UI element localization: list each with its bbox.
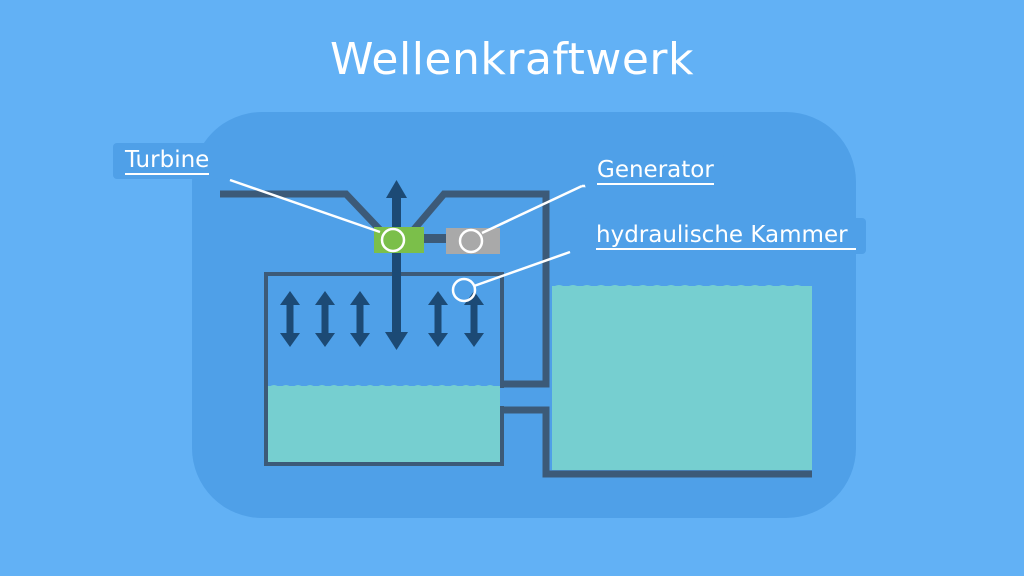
double-arrow [280,291,300,347]
sea-water [552,286,812,470]
chamber-water [268,386,500,464]
chamber-walls [264,272,504,466]
up-arrow-head [386,180,407,198]
drive-shaft [424,234,446,243]
air-arrows [280,291,484,347]
diagram-title: Wellenkraftwerk [329,34,695,85]
structure-walls [220,190,812,478]
double-arrow [428,291,448,347]
generator-callout-line [481,184,583,235]
turbine-label: Turbine [113,143,220,179]
chamber-marker [451,277,477,303]
chamber-label: hydraulische Kammer [584,218,866,254]
generator-block [446,228,500,254]
callouts [229,178,600,303]
generator-marker [458,228,484,254]
central-shaft [392,194,401,340]
chamber-water-wave [268,385,500,398]
double-arrow [315,291,335,347]
sea-water-wave [552,285,812,298]
generator-label: Generator [585,153,724,189]
double-arrow [464,291,484,347]
double-arrow [350,291,370,347]
turbine-callout-line [229,178,381,234]
down-arrow-head [385,332,408,350]
chamber-callout-line [473,250,571,288]
turbine-marker [380,227,406,253]
